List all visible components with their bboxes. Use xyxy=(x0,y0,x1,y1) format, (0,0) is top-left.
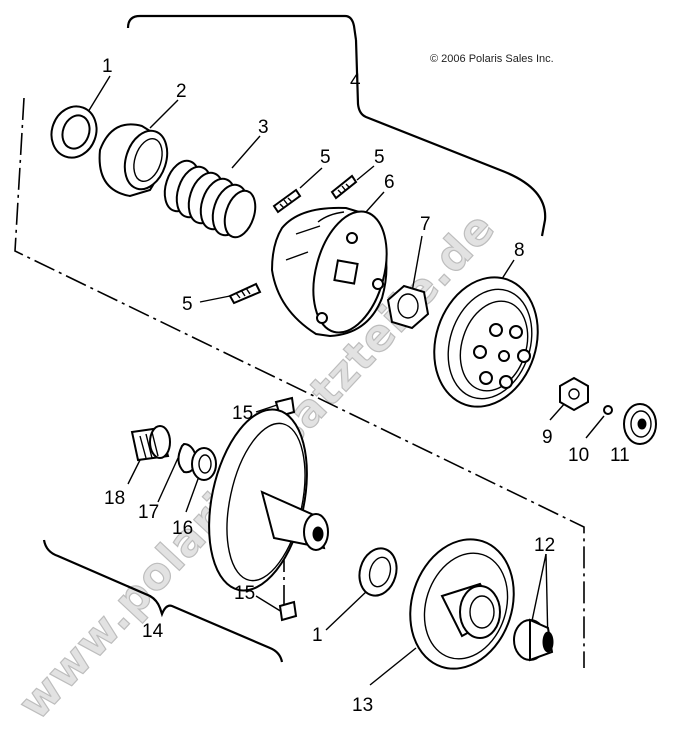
callout-5-b: 5 xyxy=(374,147,385,168)
callout-9: 9 xyxy=(542,427,553,448)
callout-18: 18 xyxy=(104,488,125,509)
part-13-driven-pulley xyxy=(409,538,515,670)
leader-lines xyxy=(87,75,635,686)
copyright-notice: © 2006 Polaris Sales Inc. xyxy=(430,53,554,65)
part-5-spring-c xyxy=(228,282,262,305)
bracket-14 xyxy=(42,539,284,663)
part-14-drive-face xyxy=(208,408,329,592)
callout-17: 17 xyxy=(138,502,159,523)
callout-14: 14 xyxy=(142,621,164,642)
callout-11: 11 xyxy=(610,445,630,466)
part-1-seal-bottom xyxy=(358,547,398,597)
part-9-nut xyxy=(559,376,589,412)
callout-7: 7 xyxy=(420,214,431,235)
part-16-ring xyxy=(191,447,217,481)
callout-5-a: 5 xyxy=(320,147,331,168)
callout-15-top: 15 xyxy=(232,403,253,424)
part-5-spring-a xyxy=(272,188,302,214)
part-5-spring-b xyxy=(330,174,358,200)
part-1-seal-top xyxy=(50,105,98,159)
part-2-bushing xyxy=(98,123,169,198)
part-10-ball xyxy=(603,405,613,415)
callout-10: 10 xyxy=(568,445,589,466)
callout-2: 2 xyxy=(176,81,187,102)
part-3-spring xyxy=(163,159,257,239)
part-11-bearing xyxy=(623,403,657,445)
callouts: 1 2 3 4 5 5 5 6 7 8 9 10 11 12 13 14 15 … xyxy=(102,56,630,716)
callout-12: 12 xyxy=(534,535,555,556)
part-18-needle-bearing xyxy=(130,425,171,462)
callout-1-bottom: 1 xyxy=(312,625,323,646)
part-7-nut xyxy=(386,284,430,330)
callout-1-top: 1 xyxy=(102,56,113,77)
callout-16: 16 xyxy=(172,518,193,539)
part-12-washer xyxy=(513,618,554,662)
callout-15-bottom: 15 xyxy=(234,583,255,604)
bracket-4 xyxy=(126,14,547,237)
part-15-plug-bottom xyxy=(278,600,298,622)
callout-13: 13 xyxy=(352,695,373,716)
part-8-clutch-bell xyxy=(433,276,539,408)
callout-6: 6 xyxy=(384,172,395,193)
callout-8: 8 xyxy=(514,240,525,261)
callout-4: 4 xyxy=(350,71,361,92)
part-6-clutch-shoe xyxy=(270,206,388,338)
callout-3: 3 xyxy=(258,117,269,138)
callout-5-c: 5 xyxy=(182,294,193,315)
